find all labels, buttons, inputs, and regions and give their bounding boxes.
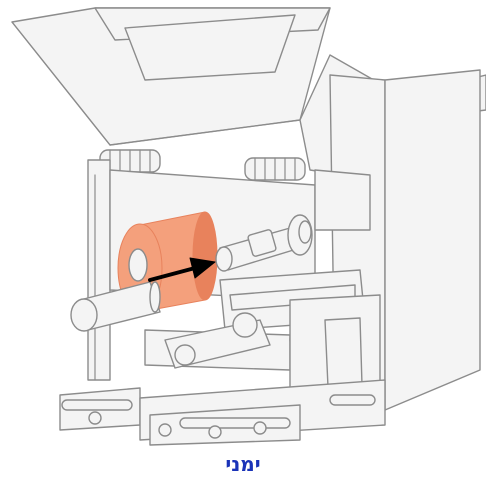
cover-hinge-right bbox=[244, 157, 306, 181]
insert-direction-arrow bbox=[148, 257, 216, 282]
caption-label: ימני bbox=[225, 452, 261, 476]
print-mechanism bbox=[144, 269, 381, 406]
media-core-tube bbox=[70, 281, 161, 332]
printer-top-cover bbox=[11, 7, 331, 146]
printer-base-rollers bbox=[59, 379, 386, 446]
media-supply-spindle bbox=[215, 214, 313, 272]
printer-frame bbox=[87, 159, 371, 381]
printer-side-cover bbox=[299, 54, 486, 411]
